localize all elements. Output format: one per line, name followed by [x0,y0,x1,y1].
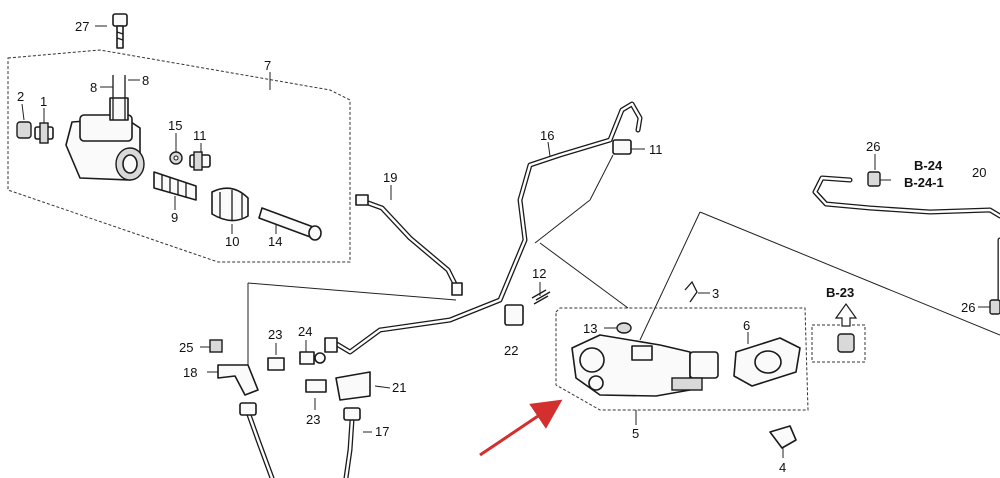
master-cylinder-group-box [555,307,809,411]
label-part-21: 21 [392,380,406,395]
gasket-6 [733,337,801,387]
fitting-1 [34,122,54,144]
label-part-16: 16 [540,128,554,143]
label-part-20: 20 [972,165,986,180]
nut-25 [209,339,223,353]
label-part-23-lower: 23 [306,412,320,427]
label-part-18: 18 [183,365,197,380]
slave-cylinder-body [65,75,145,181]
label-part-25: 25 [179,340,193,355]
pushrod-14 [258,207,322,241]
label-part-6: 6 [743,318,750,333]
label-part-10: 10 [225,234,239,249]
label-part-11-right: 11 [649,142,663,157]
label-part-7: 7 [264,58,271,73]
label-part-17: 17 [375,424,389,439]
label-part-8-right: 8 [142,73,149,88]
clip-26-upper [867,171,881,187]
union-11-left [189,151,211,171]
slave-cylinder-group-box [7,49,351,263]
label-part-26-upper: 26 [866,139,880,154]
label-part-24: 24 [298,324,312,339]
label-part-14: 14 [268,234,282,249]
cap-2 [16,121,32,139]
ref-b23: B-23 [826,285,854,300]
label-part-4: 4 [779,460,786,475]
leader-lines [21,25,1000,458]
boot-9 [153,171,197,201]
label-part-26-lower: 26 [961,300,975,315]
clip-12 [531,289,551,305]
label-part-13: 13 [583,321,597,336]
ref-b24-1: B-24-1 [904,175,944,190]
label-part-1: 1 [40,94,47,109]
clutch-pipe-16 [324,101,643,355]
label-part-3: 3 [712,286,719,301]
reservoir-hose-20 [812,175,1000,303]
label-part-22: 22 [504,343,518,358]
label-part-5: 5 [632,426,639,441]
oring-13 [616,322,632,334]
b23-up-arrow [834,302,858,327]
label-part-23-upper: 23 [268,327,282,342]
boot-10 [211,187,249,222]
label-part-2: 2 [17,89,24,104]
clamp-22 [504,304,524,326]
pin-3 [684,280,698,303]
label-part-11-left: 11 [193,128,207,143]
fitting-24 [299,351,326,365]
bracket-18 [217,364,259,396]
ref-b24: B-24 [914,158,943,173]
bracket-21 [335,371,371,401]
label-part-27: 27 [75,19,89,34]
nut-b23 [837,333,855,353]
clip-23-lower [305,379,327,393]
hose-17 [343,407,361,478]
clip-26-lower [989,299,1000,315]
label-part-19: 19 [383,170,397,185]
label-part-12: 12 [532,266,546,281]
hose-left [239,402,275,478]
master-cylinder-5 [571,334,719,397]
label-part-8-left: 8 [90,80,97,95]
clutch-pipe-19 [355,194,463,296]
fitting-4 [769,425,797,449]
washer-15 [169,151,183,165]
label-part-15: 15 [168,118,182,133]
clip-23-upper [267,357,285,371]
red-pointer-arrow-icon [479,399,563,457]
bleeder-bolt-27 [112,13,128,49]
label-part-9: 9 [171,210,178,225]
